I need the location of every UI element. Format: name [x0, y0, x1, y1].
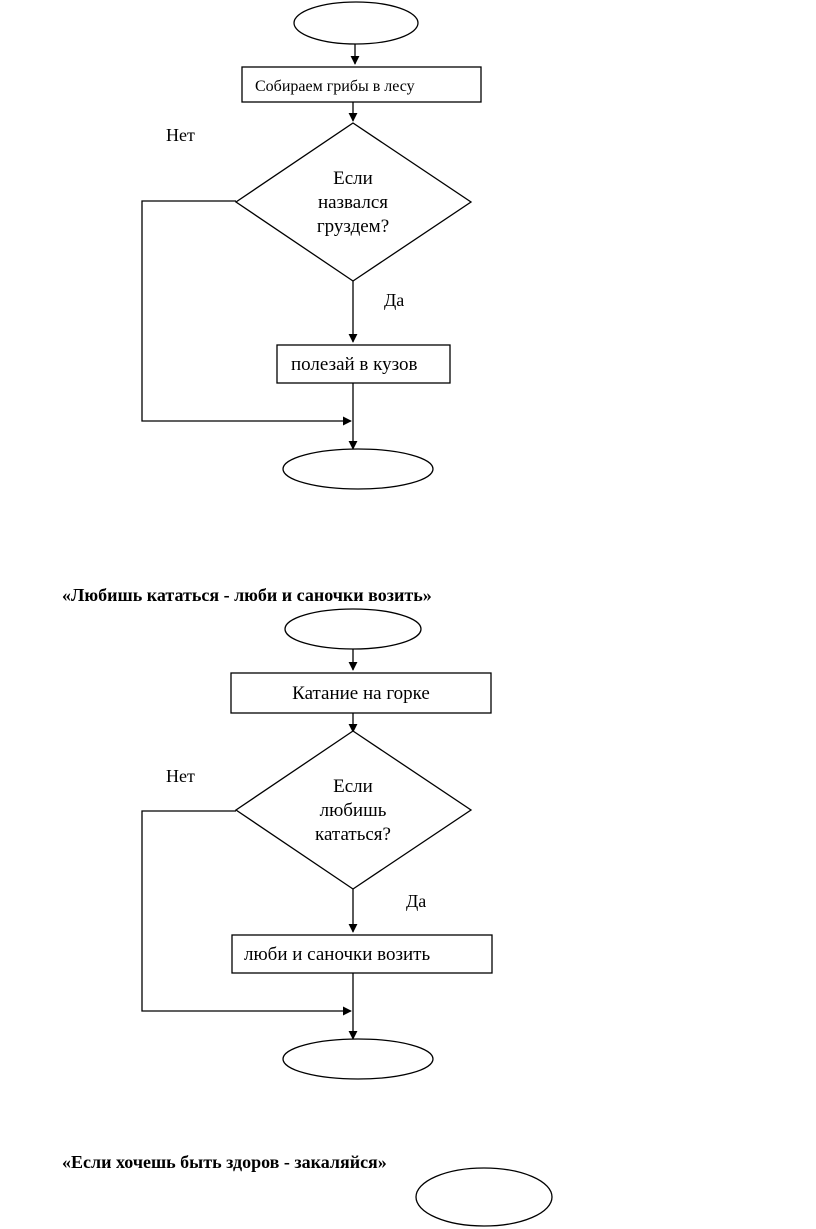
yes-label-2: Да — [406, 891, 426, 911]
proverb-heading-3: «Если хочешь быть здоров - закаляйся» — [62, 1152, 387, 1172]
start-terminal-3 — [415, 1167, 553, 1227]
flowchart-3 — [415, 1167, 553, 1227]
yes-label-1: Да — [384, 290, 404, 310]
flowchart-1: Собираем грибы в лесу Если назвался груз… — [141, 1, 482, 490]
decision-line-2: любишь — [320, 800, 387, 821]
proverb-heading-2: «Любишь кататься - люби и саночки возить… — [62, 585, 432, 605]
process-box-1a — [241, 66, 482, 103]
start-terminal-2 — [284, 608, 422, 650]
process-label-1b: полезай в кузов — [291, 354, 417, 375]
arrow-no-branch-1 — [141, 200, 352, 426]
process-label-2a: Катание на горке — [292, 683, 430, 704]
start-terminal-1 — [293, 1, 419, 45]
process-box-1b — [276, 344, 451, 384]
process-label-2b: люби и саночки возить — [244, 944, 430, 965]
process-box-2a — [230, 672, 492, 714]
no-label-2: Нет — [166, 766, 195, 786]
decision-line-1: Если — [333, 776, 373, 797]
end-terminal-2 — [282, 1038, 434, 1080]
process-box-2b — [231, 934, 493, 974]
end-terminal-1 — [282, 448, 434, 490]
decision-line-3: кататься? — [315, 824, 391, 845]
arrow-no-branch-2 — [141, 810, 352, 1016]
decision-line-2: назвался — [318, 192, 388, 213]
flowchart-2: Катание на горке Если любишь кататься? Н… — [141, 608, 493, 1080]
decision-line-3: груздем? — [317, 216, 389, 237]
no-label-1: Нет — [166, 125, 195, 145]
process-label-1a: Собираем грибы в лесу — [255, 78, 415, 95]
decision-line-1: Если — [333, 168, 373, 189]
